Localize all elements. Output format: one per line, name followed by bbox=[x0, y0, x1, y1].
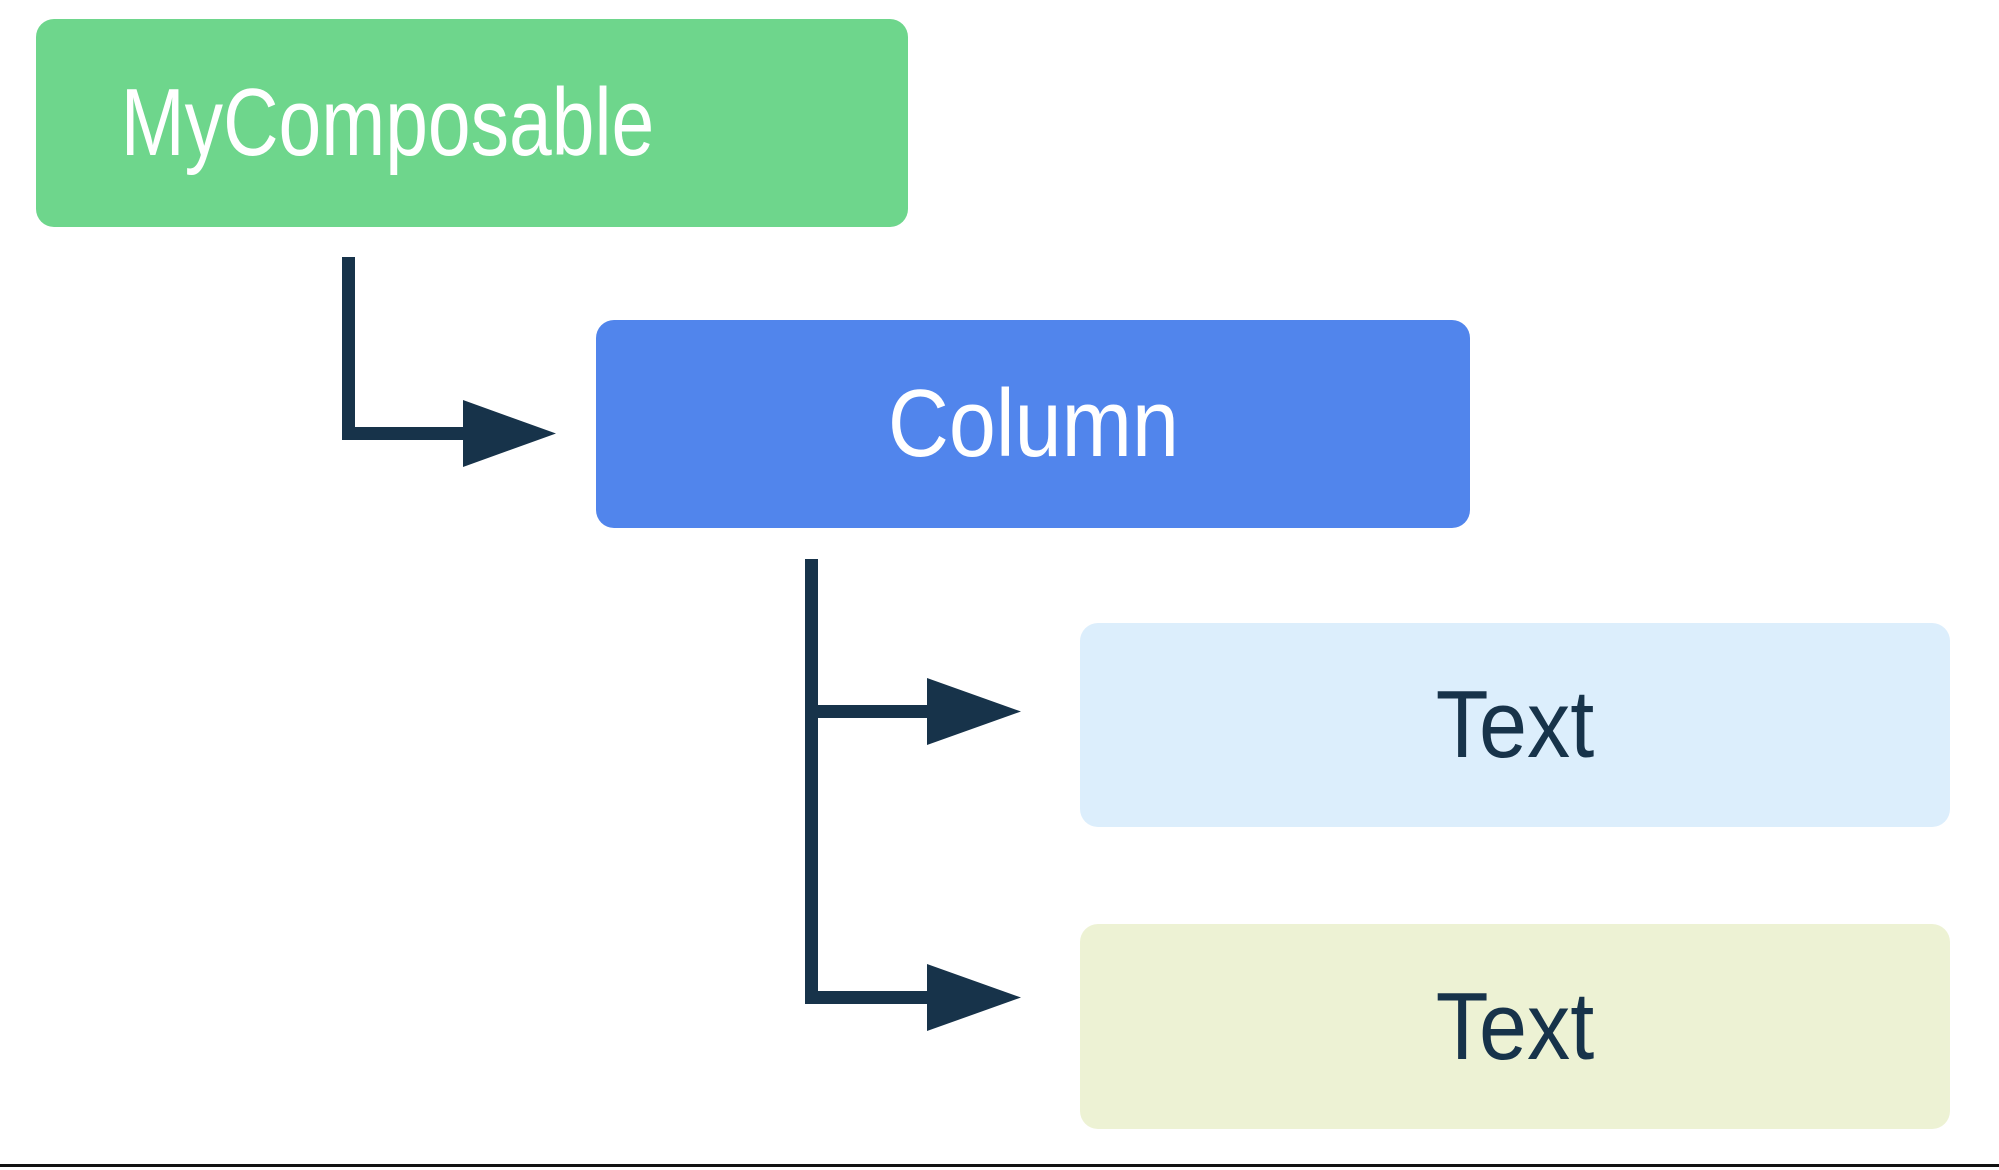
edge-mycomposable-to-column bbox=[342, 257, 556, 467]
node-text-2-label: Text bbox=[1435, 972, 1595, 1080]
node-mycomposable[interactable]: MyComposable bbox=[36, 19, 908, 227]
edge-line bbox=[342, 257, 476, 440]
arrowhead-icon bbox=[463, 400, 556, 467]
node-column[interactable]: Column bbox=[596, 320, 1470, 528]
node-mycomposable-label: MyComposable bbox=[120, 69, 654, 176]
arrowhead-icon bbox=[927, 964, 1021, 1031]
baseline-rule bbox=[0, 1164, 1999, 1167]
arrowhead-icon bbox=[927, 678, 1021, 745]
node-column-label: Column bbox=[887, 370, 1179, 477]
node-text-1[interactable]: Text bbox=[1080, 623, 1950, 827]
edge-column-to-text-2 bbox=[805, 559, 1021, 1031]
edge-line bbox=[805, 559, 940, 1004]
node-text-2[interactable]: Text bbox=[1080, 924, 1950, 1129]
node-text-1-label: Text bbox=[1435, 671, 1595, 778]
edge-column-to-text-1 bbox=[805, 559, 1021, 745]
edge-line bbox=[805, 559, 940, 718]
